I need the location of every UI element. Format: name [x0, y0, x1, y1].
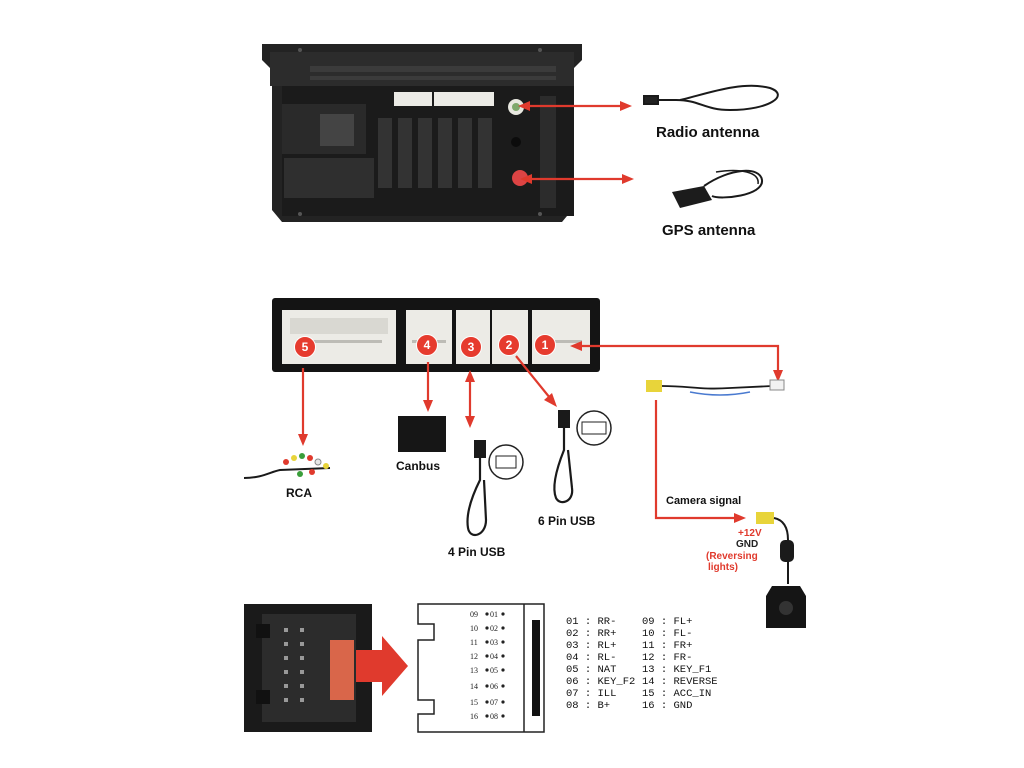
connector-pin-label: 05 [490, 666, 498, 675]
pin-map-entry: 12 : FR- [642, 652, 693, 664]
badge-1: 1 [534, 334, 556, 356]
pin-map-entry: 08 : B+ [566, 700, 611, 712]
connector-pin-label: 03 [490, 638, 498, 647]
harness-panel [272, 298, 600, 372]
connector-pin-label: 15 [470, 698, 478, 707]
connector-pin-label: 16 [470, 712, 478, 721]
camera-harness-arrow [570, 341, 783, 382]
usb6-label: 6 Pin USB [538, 514, 596, 528]
connector-pin-dots [485, 612, 505, 718]
pinout-pointer-arrow [356, 636, 408, 696]
canbus-arrow [423, 362, 433, 412]
radio-antenna-label: Radio antenna [656, 124, 760, 141]
connector-schematic [417, 603, 545, 733]
pin-map-entry: 14 : REVERSE [642, 676, 718, 688]
camera-signal-arrow [654, 400, 746, 523]
camera-signal-label: Camera signal [666, 495, 742, 507]
rca-arrow [298, 368, 308, 446]
usb4-label: 4 Pin USB [448, 545, 506, 559]
connector-pin-label: 07 [490, 698, 498, 707]
gps-antenna-label: GPS antenna [662, 222, 756, 239]
camera-harness-cable [646, 379, 785, 396]
gps-antenna-arrow [520, 174, 634, 184]
connector-pin-label: 04 [490, 652, 498, 661]
badge-2: 2 [498, 334, 520, 356]
reversing-label-2: lights) [708, 562, 738, 573]
connector-pin-label: 12 [470, 652, 478, 661]
connector-pin-label: 06 [490, 682, 498, 691]
usb4-arrow [465, 370, 475, 428]
connector-pin-label: 14 [470, 682, 478, 691]
connector-pin-label: 02 [490, 624, 498, 633]
radio-antenna-cable [643, 84, 779, 112]
badge-4: 4 [416, 334, 438, 356]
rca-cable [243, 453, 331, 479]
usb6-arrow [515, 355, 557, 407]
badge-5: 5 [294, 336, 316, 358]
canbus-label: Canbus [396, 459, 441, 473]
pin-map-entry: 01 : RR- [566, 616, 617, 628]
gnd-label: GND [736, 539, 759, 550]
usb4-cable [466, 440, 524, 537]
pin-map-entry: 05 : NAT [566, 664, 617, 676]
pin-map-entry: 06 : KEY_F2 [566, 676, 636, 688]
pin-map-entry: 11 : FR+ [642, 640, 693, 652]
pin-map-entry: 15 : ACC_IN [642, 688, 712, 700]
connector-photo [244, 604, 372, 732]
connector-pin-label: 01 [490, 610, 498, 619]
reversing-camera [756, 512, 806, 628]
pin-map-entry: 07 : ILL [566, 688, 617, 700]
badge-3: 3 [460, 336, 482, 358]
pin-map-entry: 16 : GND [642, 700, 693, 712]
connector-pin-label: 10 [470, 624, 478, 633]
radio-antenna-arrow [518, 101, 632, 111]
pin-map-left: 01 : RR- 02 : RR+ 03 : RL+ 04 : RL- 05 :… [566, 616, 635, 712]
reversing-label-1: (Reversing [706, 551, 758, 562]
connector-pin-label: 09 [470, 610, 478, 619]
connector-pin-label: 08 [490, 712, 498, 721]
connector-pin-label: 11 [470, 638, 478, 647]
rca-label: RCA [286, 486, 312, 500]
usb6-cable [553, 410, 612, 504]
plus12v-label: +12V [738, 528, 762, 539]
pin-map-right: 09 : FL+ 10 : FL- 11 : FR+ 12 : FR- 13 :… [642, 616, 718, 712]
connector-pin-label: 13 [470, 666, 478, 675]
pin-map-entry: 02 : RR+ [566, 628, 617, 640]
pin-map-entry: 10 : FL- [642, 628, 693, 640]
pin-map-entry: 03 : RL+ [566, 640, 617, 652]
pin-map-entry: 09 : FL+ [642, 616, 693, 628]
head-unit-back [262, 44, 582, 222]
pin-map-entry: 04 : RL- [566, 652, 617, 664]
gps-antenna [672, 169, 763, 208]
pin-map-entry: 13 : KEY_F1 [642, 664, 712, 676]
canbus-box [398, 416, 446, 452]
